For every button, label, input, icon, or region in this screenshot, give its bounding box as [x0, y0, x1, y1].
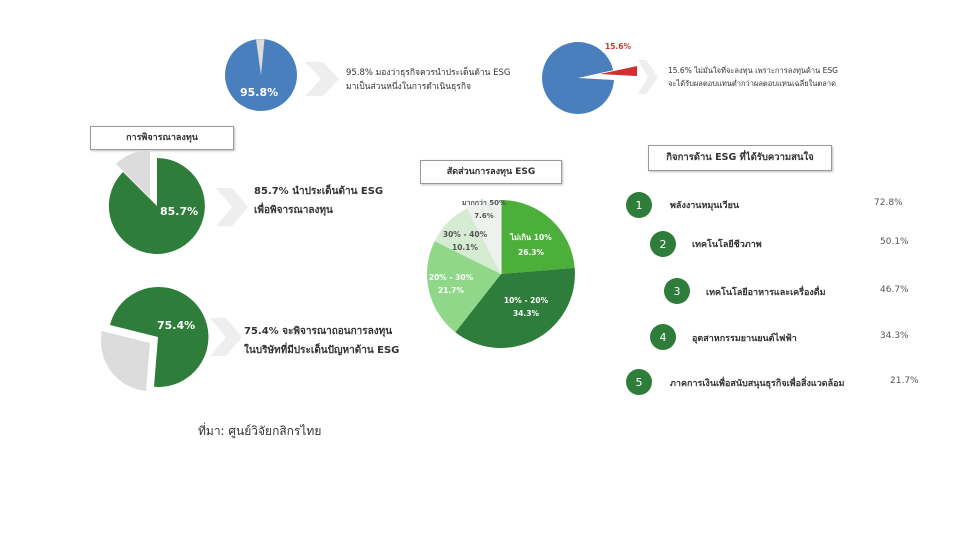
- activity-value: 50.1%: [880, 237, 909, 247]
- activity-item-3: 3 เทคโนโลยีอาหารและเครื่องดื่ม 46.7%: [664, 278, 944, 308]
- pie-value-label: 85.7%: [160, 205, 199, 218]
- chevron-right-icon: [638, 60, 660, 98]
- slice-label-4: มากกว่า 50% 7.6%: [461, 199, 507, 220]
- activity-label: พลังงานหมุนเวียน: [670, 201, 740, 211]
- pie-chart-esg-agree: [224, 38, 298, 112]
- activity-label: อุตสาหกรรมยานยนต์ไฟฟ้า: [692, 334, 797, 344]
- rank-badge: 2: [650, 231, 676, 257]
- rank-badge: 5: [626, 369, 652, 395]
- section-title-investment: การพิจารณาลงทุน: [90, 126, 234, 150]
- activity-value: 34.3%: [880, 331, 909, 341]
- activity-item-5: 5 ภาคการเงินเพื่อสนับสนุนธุรกิจเพื่อสิ่ง…: [626, 367, 946, 397]
- chevron-right-icon: [210, 318, 244, 360]
- pie-value-label: 15.6%: [605, 42, 632, 51]
- rank-badge: 3: [664, 278, 690, 304]
- pie-value-label: 95.8%: [240, 86, 279, 99]
- section-title-esg-share: สัดส่วนการลงทุน ESG: [420, 160, 562, 184]
- pie-chart-divest: [98, 285, 218, 393]
- pie-chart-consider-esg: [102, 148, 212, 256]
- description-esg-agree: 95.8% มองว่าธุรกิจควรนำประเด็นด้าน ESG ม…: [346, 68, 511, 92]
- pie-chart-uncertain: [540, 40, 640, 118]
- description-consider-esg: 85.7% นำประเด็นด้าน ESG เพื่อพิจารณาลงทุ…: [254, 186, 384, 216]
- activity-label: ภาคการเงินเพื่อสนับสนุนธุรกิจเพื่อสิ่งแว…: [670, 379, 845, 389]
- section-title-activities: กิจการด้าน ESG ที่ได้รับความสนใจ: [648, 145, 832, 171]
- chevron-right-icon: [305, 62, 341, 100]
- source-note: ที่มา: ศูนย์วิจัยกสิกรไทย: [198, 424, 322, 438]
- activity-value: 46.7%: [880, 285, 909, 295]
- pie-value-label: 75.4%: [157, 319, 196, 332]
- activity-label: เทคโนโลยีอาหารและเครื่องดื่ม: [706, 288, 826, 298]
- rank-badge: 1: [626, 192, 652, 218]
- activity-label: เทคโนโลยีชีวภาพ: [692, 240, 762, 250]
- pie-chart-esg-share: [425, 198, 577, 350]
- slice-label-0: ไม่เกิน 10% 26.3%: [510, 233, 552, 257]
- slice-label-2: 20% - 30% 21.7%: [428, 273, 474, 295]
- slice-label-1: 10% - 20% 34.3%: [503, 296, 549, 318]
- activity-item-4: 4 อุตสาหกรรมยานยนต์ไฟฟ้า 34.3%: [650, 322, 940, 352]
- rank-badge: 4: [650, 324, 676, 350]
- activity-item-1: 1 พลังงานหมุนเวียน 72.8%: [626, 190, 936, 220]
- description-divest: 75.4% จะพิจารณาถอนการลงทุน ในบริษัทที่มี…: [244, 326, 400, 356]
- description-uncertain: 15.6% ไม่มั่นใจที่จะลงทุน เพราะการลงทุนด…: [668, 66, 838, 88]
- chevron-right-icon: [216, 188, 250, 230]
- activity-value: 72.8%: [874, 198, 903, 208]
- activity-item-2: 2 เทคโนโลยีชีวภาพ 50.1%: [650, 229, 940, 259]
- activity-value: 21.7%: [890, 376, 919, 386]
- slice-label-3: 30% - 40% 10.1%: [442, 230, 488, 252]
